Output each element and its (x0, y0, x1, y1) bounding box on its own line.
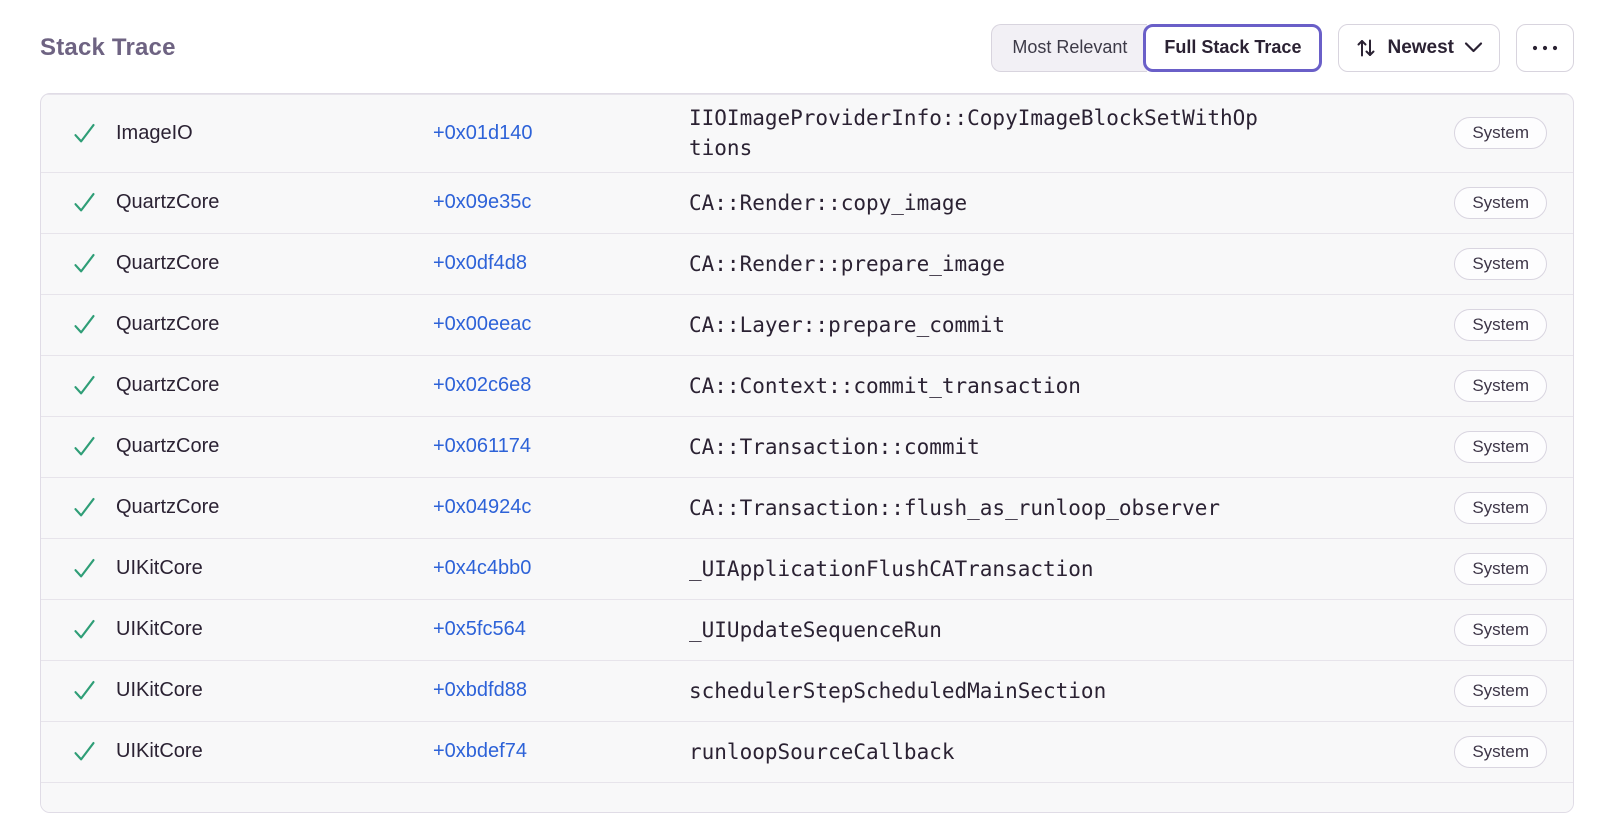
system-badge: System (1454, 308, 1547, 341)
frame-function: _UIApplicationFlushCATransaction (689, 556, 1094, 581)
stack-trace-view-toggle: Most Relevant Full Stack Trace (991, 23, 1323, 72)
in-app-checkmark-icon (71, 189, 116, 216)
frame-badge: System (1454, 186, 1547, 219)
frame-module: QuartzCore (116, 435, 220, 458)
ellipsis-icon (1531, 40, 1559, 55)
in-app-checkmark-icon (71, 616, 116, 643)
frame-badge: System (1454, 117, 1547, 150)
frame-address-link[interactable]: +0x061174 (433, 435, 532, 458)
system-badge: System (1454, 430, 1547, 463)
stack-frame-row[interactable]: QuartzCore +0x09e35c CA::Render::copy_im… (41, 171, 1573, 233)
frame-badge: System (1454, 491, 1547, 524)
more-options-button[interactable] (1516, 23, 1574, 72)
stack-frame-row[interactable]: UIKitCore +0x4c4bb0 _UIApplicationFlushC… (41, 537, 1573, 599)
frame-module: UIKitCore (116, 557, 203, 580)
frame-function: CA::Render::copy_image (689, 190, 968, 215)
frame-function: IIOImageProviderInfo::CopyImageBlockSetW… (689, 106, 1258, 161)
frame-module: UIKitCore (116, 679, 203, 702)
frame-badge: System (1454, 735, 1547, 768)
system-badge: System (1454, 247, 1547, 280)
in-app-checkmark-icon (71, 494, 116, 521)
frame-function: schedulerStepScheduledMainSection (689, 678, 1107, 703)
in-app-checkmark-icon (71, 433, 116, 460)
frame-module: UIKitCore (116, 618, 203, 641)
in-app-checkmark-icon (71, 555, 116, 582)
frame-function: CA::Transaction::flush_as_runloop_observ… (689, 495, 1221, 520)
frame-address-link[interactable]: +0x4c4bb0 (433, 557, 532, 580)
frame-function: CA::Layer::prepare_commit (689, 312, 1006, 337)
in-app-checkmark-icon (71, 120, 116, 147)
in-app-checkmark-icon (71, 250, 116, 277)
most-relevant-button[interactable]: Most Relevant (991, 23, 1148, 72)
frame-module: QuartzCore (116, 252, 220, 275)
frame-function: CA::Render::prepare_image (689, 251, 1006, 276)
stack-frame-row[interactable]: ImageIO +0x01d140 IIOImageProviderInfo::… (41, 94, 1573, 172)
stack-frame-row[interactable]: QuartzCore +0x02c6e8 CA::Context::commit… (41, 354, 1573, 416)
chevron-down-icon (1464, 41, 1483, 54)
stack-frame-row[interactable]: UIKitCore +0xbdfd88 schedulerStepSchedul… (41, 659, 1573, 721)
frame-module: QuartzCore (116, 374, 220, 397)
sort-order-label: Newest (1387, 36, 1454, 58)
frame-address-link[interactable]: +0xbdef74 (433, 740, 527, 763)
system-badge: System (1454, 613, 1547, 646)
frame-address-link[interactable]: +0x01d140 (433, 121, 533, 144)
frame-address-link[interactable]: +0x5fc564 (433, 618, 526, 641)
system-badge: System (1454, 735, 1547, 768)
frame-badge: System (1454, 369, 1547, 402)
frame-address-link[interactable]: +0x09e35c (433, 191, 532, 214)
frame-function: runloopSourceCallback (689, 739, 955, 764)
stack-frame-row[interactable]: QuartzCore +0x04924c CA::Transaction::fl… (41, 476, 1573, 538)
frame-module: QuartzCore (116, 496, 220, 519)
frame-badge: System (1454, 674, 1547, 707)
stack-frame-row[interactable]: UIKitCore +0x5fc564 _UIUpdateSequenceRun… (41, 598, 1573, 660)
system-badge: System (1454, 369, 1547, 402)
frame-address-link[interactable]: +0x02c6e8 (433, 374, 532, 397)
system-badge: System (1454, 674, 1547, 707)
frame-badge: System (1454, 430, 1547, 463)
system-badge: System (1454, 186, 1547, 219)
stack-frame-row[interactable]: QuartzCore +0x00eeac CA::Layer::prepare_… (41, 293, 1573, 355)
frame-address-link[interactable]: +0x00eeac (433, 313, 532, 336)
in-app-checkmark-icon (71, 677, 116, 704)
frame-badge: System (1454, 308, 1547, 341)
frame-badge: System (1454, 247, 1547, 280)
header-controls: Most Relevant Full Stack Trace Newest (991, 23, 1574, 72)
full-stack-trace-button[interactable]: Full Stack Trace (1143, 23, 1323, 72)
frame-address-link[interactable]: +0x04924c (433, 496, 532, 519)
frame-module: QuartzCore (116, 313, 220, 336)
in-app-checkmark-icon (71, 372, 116, 399)
frame-badge: System (1454, 552, 1547, 585)
stack-trace-header: Stack Trace Most Relevant Full Stack Tra… (0, 0, 1614, 93)
in-app-checkmark-icon (71, 311, 116, 338)
frame-address-link[interactable]: +0x0df4d8 (433, 252, 527, 275)
in-app-checkmark-icon (71, 738, 116, 765)
stack-frame-row[interactable]: QuartzCore +0x0df4d8 CA::Render::prepare… (41, 232, 1573, 294)
stack-trace-list: ImageIO +0x01d140 IIOImageProviderInfo::… (40, 93, 1574, 813)
frame-badge: System (1454, 613, 1547, 646)
page-title: Stack Trace (40, 33, 176, 61)
frame-module: ImageIO (116, 121, 193, 144)
partial-next-row (41, 781, 1573, 812)
frame-function: CA::Context::commit_transaction (689, 373, 1081, 398)
stack-frame-row[interactable]: UIKitCore +0xbdef74 runloopSourceCallbac… (41, 720, 1573, 782)
system-badge: System (1454, 552, 1547, 585)
sort-order-dropdown[interactable]: Newest (1338, 23, 1500, 72)
frame-module: UIKitCore (116, 740, 203, 763)
stack-frame-row[interactable]: QuartzCore +0x061174 CA::Transaction::co… (41, 415, 1573, 477)
frame-module: QuartzCore (116, 191, 220, 214)
sort-arrows-icon (1355, 37, 1377, 59)
frame-address-link[interactable]: +0xbdfd88 (433, 679, 527, 702)
system-badge: System (1454, 491, 1547, 524)
frame-function: _UIUpdateSequenceRun (689, 617, 942, 642)
system-badge: System (1454, 117, 1547, 150)
frame-function: CA::Transaction::commit (689, 434, 980, 459)
